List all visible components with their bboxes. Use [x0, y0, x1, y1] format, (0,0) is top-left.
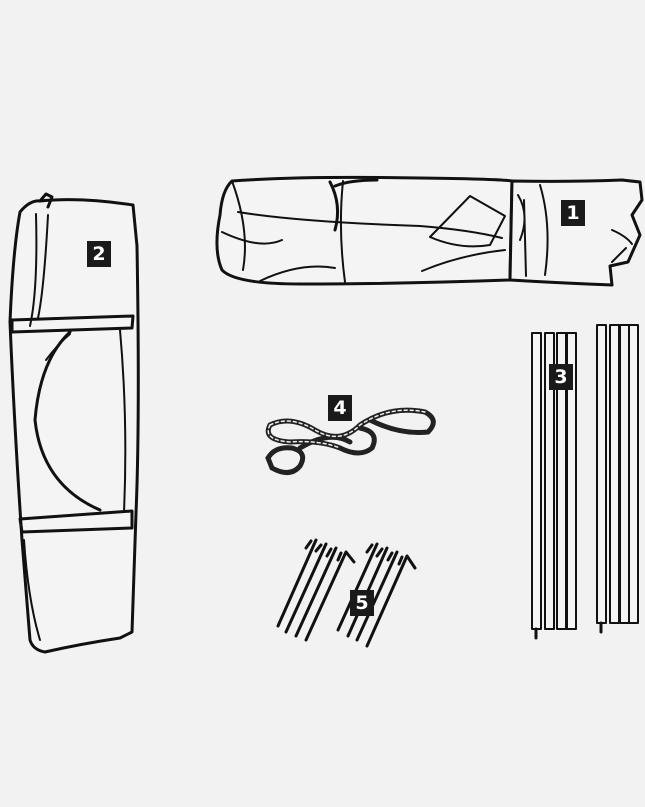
component-number-3: 3 [549, 364, 573, 390]
rolled-tent-body-icon [215, 175, 644, 287]
component-number-2: 2 [87, 241, 111, 267]
tent-stakes-icon [276, 538, 417, 648]
component-number-1: 1 [561, 200, 585, 226]
carry-bag-icon [8, 192, 140, 654]
guy-ropes-icon [265, 407, 436, 475]
component-number-4: 4 [328, 395, 352, 421]
tent-poles-icon [531, 324, 639, 640]
component-number-5: 5 [350, 590, 374, 616]
